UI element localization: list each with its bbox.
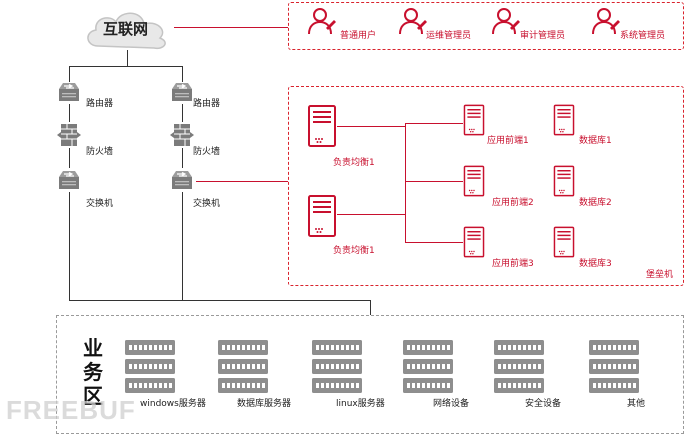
bastion-box xyxy=(288,86,684,286)
uplink-left-line xyxy=(69,66,70,82)
load-balancer-server-icon xyxy=(307,194,337,238)
database-label: 数据库2 xyxy=(579,198,612,208)
business-item-label: 数据库服务器 xyxy=(237,399,292,409)
fanout-branch-line xyxy=(405,123,463,124)
cloud-drop-line xyxy=(127,50,128,66)
user-label: 运维管理员 xyxy=(426,31,472,41)
user-label: 审计管理员 xyxy=(520,31,566,41)
zone-title-char: 务 xyxy=(83,360,103,384)
internet-label: 互联网 xyxy=(103,21,149,38)
network-device-rack-icon xyxy=(403,340,453,394)
switch-icon xyxy=(56,168,82,192)
link-line xyxy=(182,148,183,168)
user-label: 系统管理员 xyxy=(620,31,666,41)
link-line xyxy=(69,148,70,168)
app-frontend-label: 应用前端3 xyxy=(492,259,534,269)
uplink-bus-line xyxy=(69,66,182,67)
fanout-trunk-line xyxy=(405,123,406,242)
windows-server-rack-icon xyxy=(125,340,175,394)
business-zone-box xyxy=(56,315,684,434)
switch-label: 交换机 xyxy=(193,199,221,209)
database-server-icon xyxy=(553,225,575,259)
linux-server-rack-icon xyxy=(312,340,362,394)
freebuf-watermark: FREEBUF xyxy=(6,395,136,425)
business-item-label: 安全设备 xyxy=(525,399,562,409)
database-server-rack-icon xyxy=(218,340,268,394)
internet-cloud-icon xyxy=(87,12,166,50)
app-frontend-label: 应用前端1 xyxy=(487,136,529,146)
link-line xyxy=(182,192,183,300)
load-balancer-server-icon xyxy=(307,104,337,148)
database-server-icon xyxy=(553,164,575,198)
audit-admin-user-icon xyxy=(491,6,521,36)
business-bus-line xyxy=(69,300,371,301)
switch-icon xyxy=(169,168,195,192)
load-balancer-label: 负责均衡1 xyxy=(333,158,375,168)
app-frontend-server-icon xyxy=(463,164,485,198)
security-device-rack-icon xyxy=(494,340,544,394)
firewall-icon xyxy=(56,122,82,148)
firewall-icon xyxy=(169,122,195,148)
database-label: 数据库1 xyxy=(579,136,612,146)
database-server-icon xyxy=(553,103,575,137)
user-label: 普通用户 xyxy=(340,31,377,41)
business-item-label: 网络设备 xyxy=(433,399,470,409)
zone-title-char: 区 xyxy=(83,384,103,408)
business-item-label: windows服务器 xyxy=(140,399,206,409)
app-frontend-server-icon xyxy=(463,103,485,137)
switch-bastion-line xyxy=(196,181,288,182)
app-frontend-label: 应用前端2 xyxy=(492,198,534,208)
link-line xyxy=(182,104,183,122)
uplink-right-line xyxy=(182,66,183,82)
cloud-users-line xyxy=(174,27,288,28)
business-drop-line xyxy=(370,300,371,315)
firewall-label: 防火墙 xyxy=(86,147,114,157)
bastion-label: 堡垒机 xyxy=(646,270,674,280)
business-item-label: linux服务器 xyxy=(336,399,385,409)
fanout-branch-line xyxy=(405,181,463,182)
load-balancer-label: 负责均衡1 xyxy=(333,246,375,256)
fanout-branch-line xyxy=(405,242,463,243)
switch-label: 交换机 xyxy=(86,199,114,209)
router-label: 路由器 xyxy=(193,99,221,109)
ops-admin-user-icon xyxy=(398,6,428,36)
app-frontend-server-icon xyxy=(463,225,485,259)
link-line xyxy=(69,104,70,122)
lb-link-line xyxy=(337,126,405,127)
router-icon xyxy=(56,80,82,104)
business-item-label: 其他 xyxy=(627,399,646,409)
regular-user-icon xyxy=(307,6,337,36)
link-line xyxy=(69,192,70,300)
router-icon xyxy=(169,80,195,104)
firewall-label: 防火墙 xyxy=(193,147,221,157)
lb-link-line xyxy=(337,214,405,215)
router-label: 路由器 xyxy=(86,99,114,109)
zone-title-char: 业 xyxy=(83,336,103,360)
database-label: 数据库3 xyxy=(579,259,612,269)
system-admin-user-icon xyxy=(591,6,621,36)
user-group-box xyxy=(288,2,684,50)
other-device-rack-icon xyxy=(589,340,639,394)
